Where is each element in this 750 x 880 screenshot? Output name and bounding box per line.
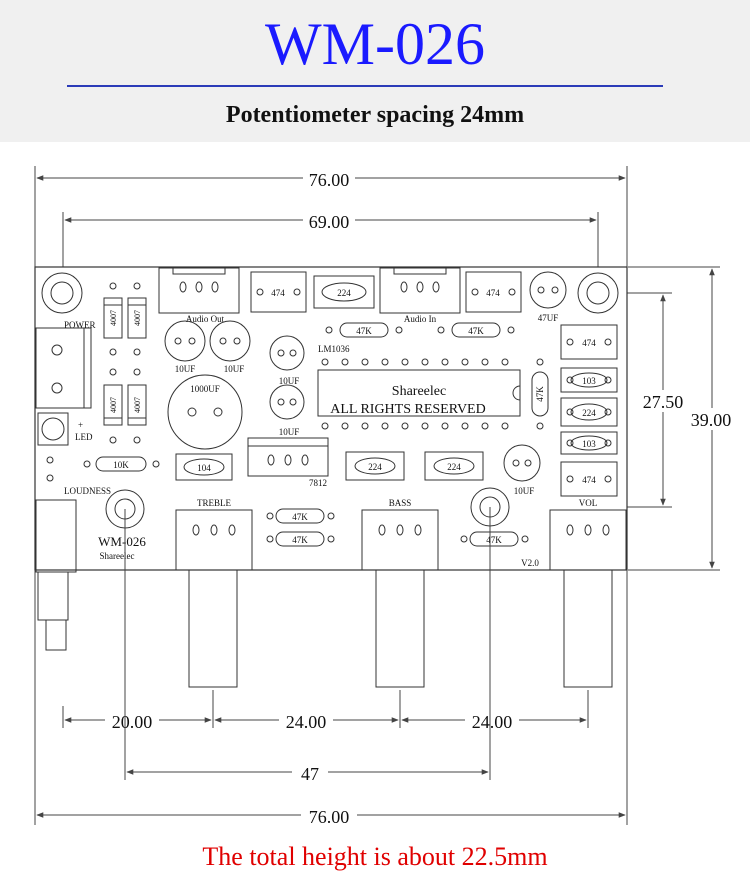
- cap-r224: [560, 397, 618, 427]
- cap-r474-b: [560, 461, 618, 497]
- board-version-label: V2.0: [521, 558, 539, 568]
- res-47k-b-label: 47K: [468, 326, 484, 336]
- bass-label: BASS: [389, 498, 412, 508]
- dim-bottom-width-label: 76.00: [309, 807, 350, 827]
- cap-224-mid-right: [424, 451, 484, 481]
- cap-10uf-e-label: 10UF: [514, 486, 535, 496]
- footer-note: The total height is about 22.5mm: [202, 842, 548, 871]
- audio-out-connector: [158, 267, 240, 314]
- vol-label: VOL: [579, 498, 598, 508]
- cap-10uf-a-label: 10UF: [175, 364, 196, 374]
- cap-r474-a-label: 474: [582, 338, 596, 348]
- cap-1000uf: [167, 374, 243, 450]
- diode-label-1: 4007: [109, 310, 118, 326]
- pot-treble: [175, 509, 253, 688]
- cap-1000uf-label: 1000UF: [190, 384, 220, 394]
- header-banner: WM-026 Potentiometer spacing 24mm: [0, 0, 750, 142]
- board-model-label: WM-026: [98, 534, 146, 549]
- cap-474-top-left: [250, 271, 307, 313]
- res-47k-v-label: 47K: [535, 386, 545, 402]
- board-brand-label: Shareelec: [100, 551, 135, 561]
- res-47k-d-label: 47K: [292, 535, 308, 545]
- cap-r224-label: 224: [582, 408, 596, 418]
- power-label: POWER: [64, 320, 96, 330]
- cap-r474-b-label: 474: [582, 475, 596, 485]
- page-title: WM-026: [265, 11, 485, 77]
- cap-r103-a: [560, 367, 618, 393]
- res-47k-e-label: 47K: [486, 535, 502, 545]
- chip-model-label: LM1036: [318, 344, 350, 354]
- cap-10uf-pair: [164, 320, 251, 362]
- res-47k-mid-pair: [266, 508, 335, 547]
- res-47k-vol: [460, 531, 529, 547]
- dim-top-width-label: 76.00: [309, 170, 350, 190]
- res-10k-label: 10K: [113, 460, 129, 470]
- res-10k: [83, 456, 160, 472]
- treble-label: TREBLE: [197, 498, 231, 508]
- cap-r474-a: [560, 324, 618, 360]
- cap-474-top-right: [465, 271, 522, 313]
- diode-label-2: 4007: [133, 310, 142, 326]
- cap-47uf: [529, 271, 567, 309]
- dim-height-inner-label: 27.50: [643, 392, 684, 412]
- cap-224-top-label: 224: [337, 288, 351, 298]
- audio-in-connector: [379, 267, 461, 314]
- pot-extension-lines: [124, 507, 491, 780]
- regulator-7812: [247, 437, 329, 477]
- regulator-label: 7812: [309, 478, 327, 488]
- loudness-switch: [35, 499, 77, 651]
- cap-47uf-label: 47UF: [538, 313, 559, 323]
- cap-10uf-c: [269, 335, 305, 420]
- cap-224-mid-left-label: 224: [368, 462, 382, 472]
- loudness-label: LOUDNESS: [64, 486, 111, 496]
- res-47k-top-pair: [325, 322, 515, 338]
- cap-104: [175, 453, 233, 481]
- cap-10uf-e: [503, 444, 541, 482]
- dim-pitch-1-label: 20.00: [112, 712, 153, 732]
- diode-label-3: 4007: [109, 397, 118, 413]
- cap-474-top-left-label: 474: [271, 288, 285, 298]
- audio-out-label: Audio Out: [186, 314, 225, 324]
- cap-r103-b: [560, 431, 618, 455]
- dim-pitch-sum-label: 47: [301, 764, 319, 784]
- title-underline: [67, 85, 663, 87]
- diode-pads: [109, 282, 141, 444]
- chip-rights-label: ALL RIGHTS RESERVED: [330, 402, 485, 417]
- chip-brand-label: Shareelec: [392, 384, 446, 399]
- pot-vol: [549, 509, 627, 688]
- mounting-hole-left: [41, 272, 83, 314]
- led-plus-label: +: [78, 420, 83, 430]
- cap-224-mid-left: [345, 451, 405, 481]
- cap-224-mid-right-label: 224: [447, 462, 461, 472]
- page-subtitle: Potentiometer spacing 24mm: [225, 102, 525, 128]
- diode-label-4: 4007: [133, 397, 142, 413]
- dim-pitch-2-label: 24.00: [286, 712, 327, 732]
- dim-pot-span-label: 69.00: [309, 212, 350, 232]
- mounting-hole-right: [577, 272, 619, 314]
- led-label: LED: [75, 432, 93, 442]
- dim-bottom-width: [34, 570, 628, 825]
- pot-bass: [361, 509, 439, 688]
- diode-group: [103, 297, 147, 426]
- cap-10uf-b-label: 10UF: [224, 364, 245, 374]
- power-connector: [35, 327, 92, 409]
- chip-lm1036: [317, 369, 521, 417]
- cap-10uf-d-label: 10UF: [279, 427, 300, 437]
- cap-10uf-c-label: 10UF: [279, 376, 300, 386]
- res-47k-vertical: [531, 358, 549, 430]
- audio-in-label: Audio In: [404, 314, 437, 324]
- res-47k-a-label: 47K: [356, 326, 372, 336]
- cap-r103-a-label: 103: [582, 376, 596, 386]
- dim-pitch-3-label: 24.00: [472, 712, 513, 732]
- cap-224-top: [313, 275, 375, 309]
- cap-474-top-right-label: 474: [486, 288, 500, 298]
- dim-height-total-label: 39.00: [691, 410, 732, 430]
- res-47k-c-label: 47K: [292, 512, 308, 522]
- cap-104-label: 104: [197, 463, 211, 473]
- led: [37, 412, 69, 446]
- chip-pins: [321, 358, 509, 430]
- cap-r103-b-label: 103: [582, 439, 596, 449]
